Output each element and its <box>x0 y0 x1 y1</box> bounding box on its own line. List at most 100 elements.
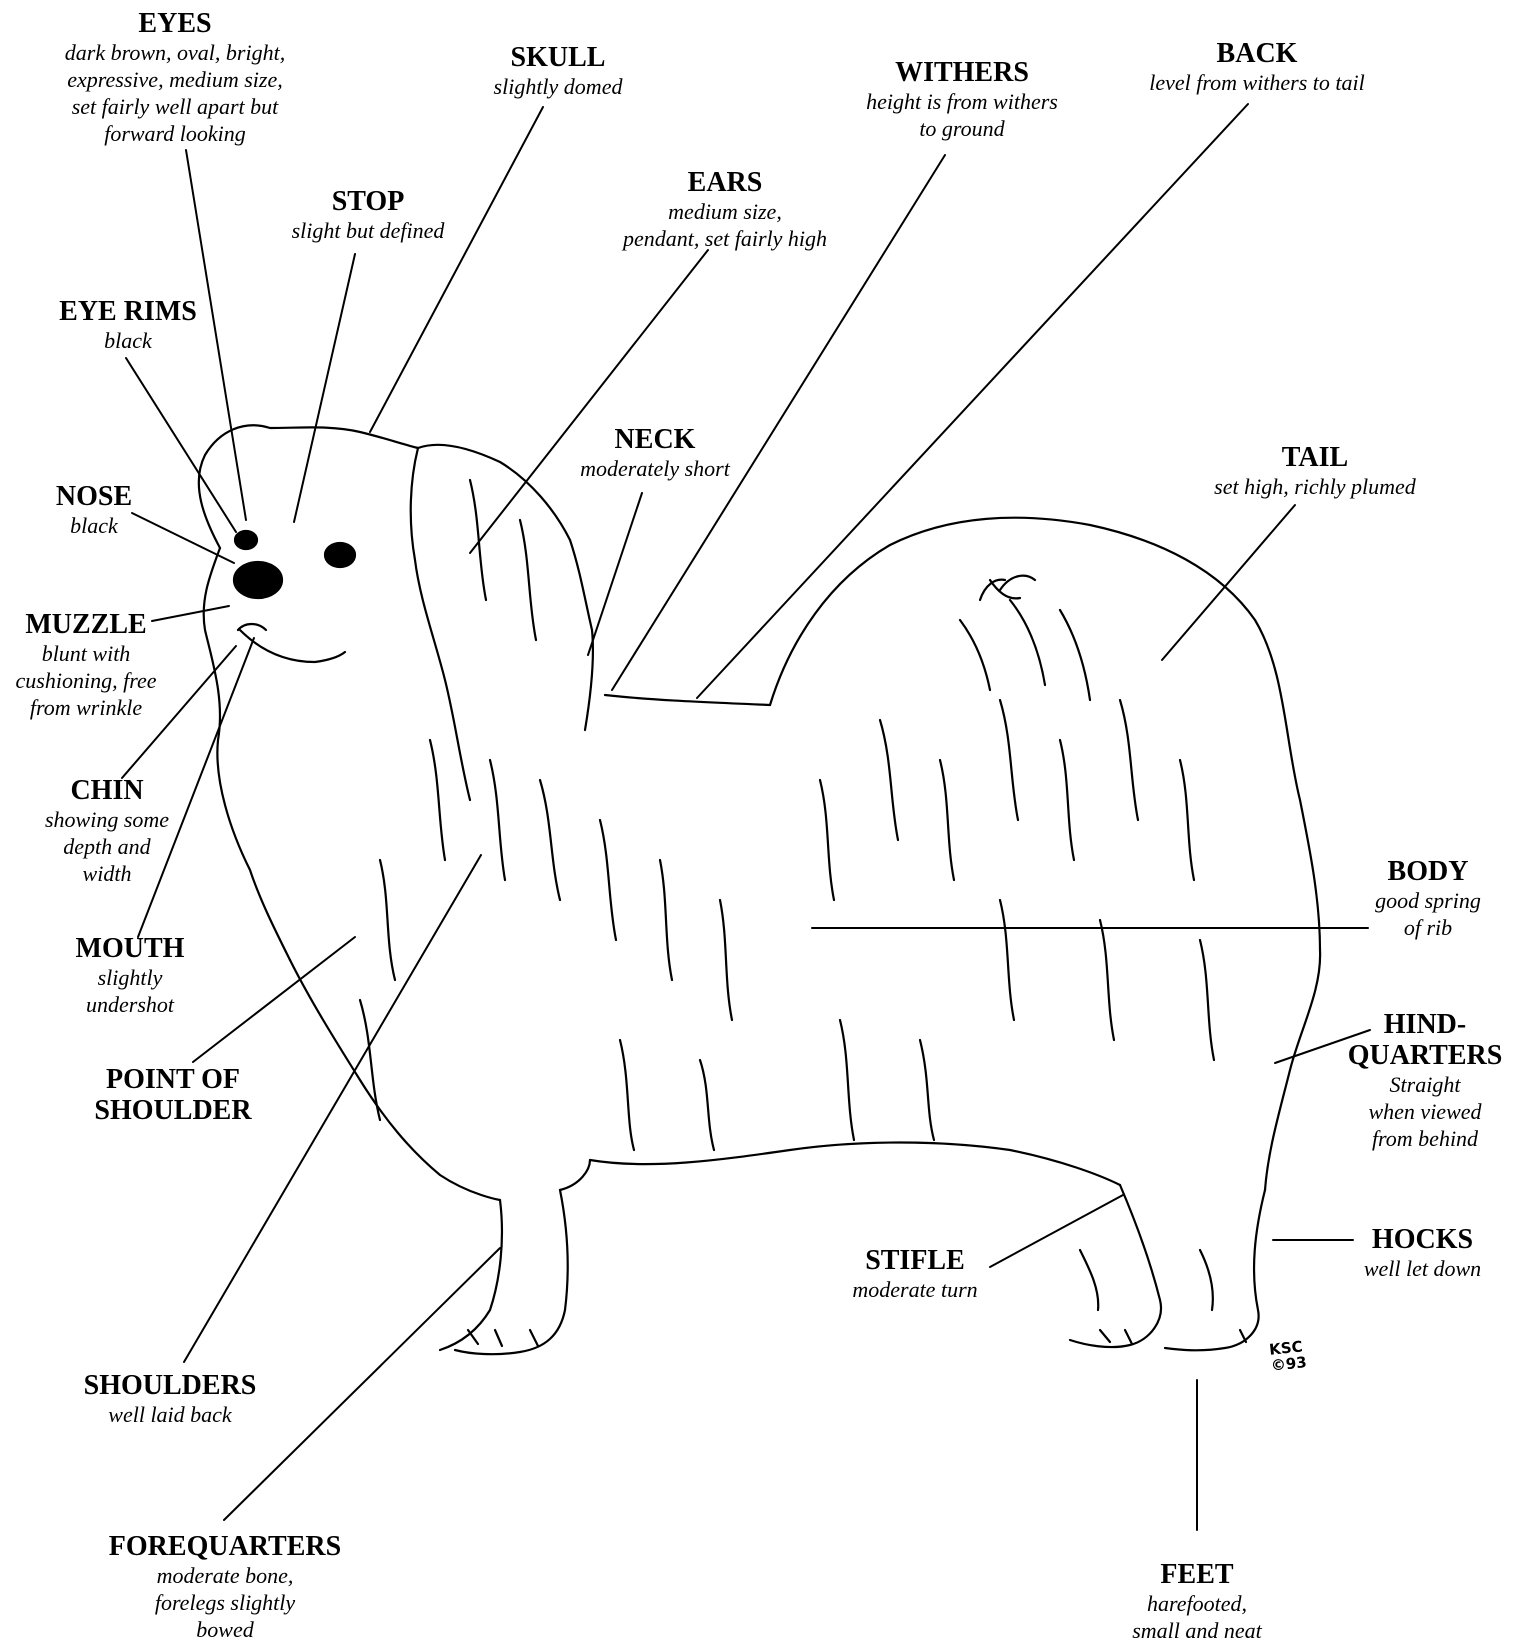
hind-leg-rear <box>1165 1190 1265 1350</box>
forequarters-desc-line: bowed <box>95 1616 355 1643</box>
hocks-name: HOCKS <box>1340 1224 1505 1255</box>
stifle-desc-line: moderate turn <box>830 1276 1000 1303</box>
point-of-shoulder-name-line: SHOULDER <box>78 1095 268 1126</box>
belly-line <box>590 1143 1120 1186</box>
body-label: BODY good spring of rib <box>1353 856 1503 941</box>
feet-name: FEET <box>1097 1559 1297 1590</box>
eye-left-shape <box>235 531 257 549</box>
skull-desc-line: slightly domed <box>458 73 658 100</box>
hindquarters-name-line: HIND- <box>1340 1009 1510 1040</box>
mouth-line <box>240 630 345 662</box>
tail-outline <box>770 518 1320 950</box>
ears-name: EARS <box>600 167 850 198</box>
foreleg-rear <box>455 1190 568 1354</box>
withers-name: WITHERS <box>842 57 1082 88</box>
face-left-outline <box>204 548 290 960</box>
body-desc-line: of rib <box>1353 914 1503 941</box>
feet-desc-line: small and neat <box>1097 1617 1297 1644</box>
eyes-name: EYES <box>30 8 320 39</box>
feet-desc-line: harefooted, <box>1097 1590 1297 1617</box>
body-desc-line: good spring <box>1353 887 1503 914</box>
stop-label: STOP slight but defined <box>268 186 468 244</box>
back-label: BACK level from withers to tail <box>1112 38 1402 96</box>
ears-label: EARS medium size, pendant, set fairly hi… <box>600 167 850 252</box>
stifle-name: STIFLE <box>830 1245 1000 1276</box>
tail-label: TAIL set high, richly plumed <box>1180 442 1450 500</box>
stop-desc-line: slight but defined <box>268 217 468 244</box>
muzzle-label: MUZZLE blunt with cushioning, free from … <box>4 609 168 721</box>
skull-leader <box>370 107 543 432</box>
stifle-leader <box>990 1195 1123 1267</box>
hocks-label: HOCKS well let down <box>1340 1224 1505 1282</box>
neck-leader <box>588 493 642 655</box>
muzzle-desc-line: blunt with <box>4 640 168 667</box>
foreleg-front <box>440 1200 502 1350</box>
head-outline <box>199 425 418 548</box>
chin-name: CHIN <box>32 775 182 806</box>
ear-inner <box>411 448 470 800</box>
neck-label: NECK moderately short <box>555 424 755 482</box>
mouth-name: MOUTH <box>60 933 200 964</box>
skull-label: SKULL slightly domed <box>458 42 658 100</box>
muzzle-desc-line: cushioning, free <box>4 667 168 694</box>
feet-label: FEET harefooted, small and neat <box>1097 1559 1297 1644</box>
withers-desc-line: height is from withers <box>842 88 1082 115</box>
stop-leader <box>294 254 355 522</box>
chin-desc-line: depth and <box>32 833 182 860</box>
body-name: BODY <box>1353 856 1503 887</box>
withers-desc-line: to ground <box>842 115 1082 142</box>
mouth-desc-line: slightly <box>60 964 200 991</box>
hocks-desc-line: well let down <box>1340 1255 1505 1282</box>
eye-rims-label: EYE RIMS black <box>38 296 218 354</box>
tail-desc-line: set high, richly plumed <box>1180 473 1450 500</box>
hind-leg-front <box>1070 1185 1161 1347</box>
hindquarters-name-line: QUARTERS <box>1340 1040 1510 1071</box>
shoulders-desc-line: well laid back <box>70 1401 270 1428</box>
forequarters-desc-line: moderate bone, <box>95 1562 355 1589</box>
point-of-shoulder-label: POINT OF SHOULDER <box>78 1064 268 1126</box>
nose-leader <box>132 513 234 563</box>
eye-rims-name: EYE RIMS <box>38 296 218 327</box>
eyes-desc-line: dark brown, oval, bright, <box>30 39 320 66</box>
mouth-inner <box>238 624 266 630</box>
eyes-desc-line: forward looking <box>30 120 320 147</box>
chin-desc-line: width <box>32 860 182 887</box>
artist-signature: KSC ©93 <box>1268 1338 1307 1374</box>
neck-desc-line: moderately short <box>555 455 755 482</box>
hindquarters-desc-line: from behind <box>1340 1125 1510 1152</box>
signature-year: ©93 <box>1270 1354 1307 1374</box>
point-of-shoulder-name-line: POINT OF <box>78 1064 268 1095</box>
hindquarters-desc-line: Straight <box>1340 1071 1510 1098</box>
ears-desc-line: medium size, <box>600 198 850 225</box>
eyes-desc-line: expressive, medium size, <box>30 66 320 93</box>
chin-label: CHIN showing some depth and width <box>32 775 182 887</box>
chin-desc-line: showing some <box>32 806 182 833</box>
tail-name: TAIL <box>1180 442 1450 473</box>
foreleg-inner <box>560 1160 590 1190</box>
tail-leader <box>1162 505 1295 660</box>
hindquarter-outline <box>1265 950 1320 1190</box>
ears-leader <box>470 250 708 553</box>
eye-right-shape <box>325 543 355 567</box>
withers-label: WITHERS height is from withers to ground <box>842 57 1082 142</box>
nose-desc-line: black <box>44 512 144 539</box>
forequarters-label: FOREQUARTERS moderate bone, forelegs sli… <box>95 1531 355 1643</box>
back-desc-line: level from withers to tail <box>1112 69 1402 96</box>
eyes-label: EYES dark brown, oval, bright, expressiv… <box>30 8 320 147</box>
forequarters-name: FOREQUARTERS <box>95 1531 355 1562</box>
forequarters-desc-line: forelegs slightly <box>95 1589 355 1616</box>
mouth-label: MOUTH slightly undershot <box>60 933 200 1018</box>
eyes-desc-line: set fairly well apart but <box>30 93 320 120</box>
back-line <box>605 695 770 705</box>
muzzle-name: MUZZLE <box>4 609 168 640</box>
chest-outline <box>290 960 500 1200</box>
mouth-desc-line: undershot <box>60 991 200 1018</box>
stifle-label: STIFLE moderate turn <box>830 1245 1000 1303</box>
shoulders-name: SHOULDERS <box>70 1370 270 1401</box>
shoulders-label: SHOULDERS well laid back <box>70 1370 270 1428</box>
hindquarters-label: HIND- QUARTERS Straight when viewed from… <box>1340 1009 1510 1152</box>
skull-name: SKULL <box>458 42 658 73</box>
neck-name: NECK <box>555 424 755 455</box>
nose-label: NOSE black <box>44 481 144 539</box>
